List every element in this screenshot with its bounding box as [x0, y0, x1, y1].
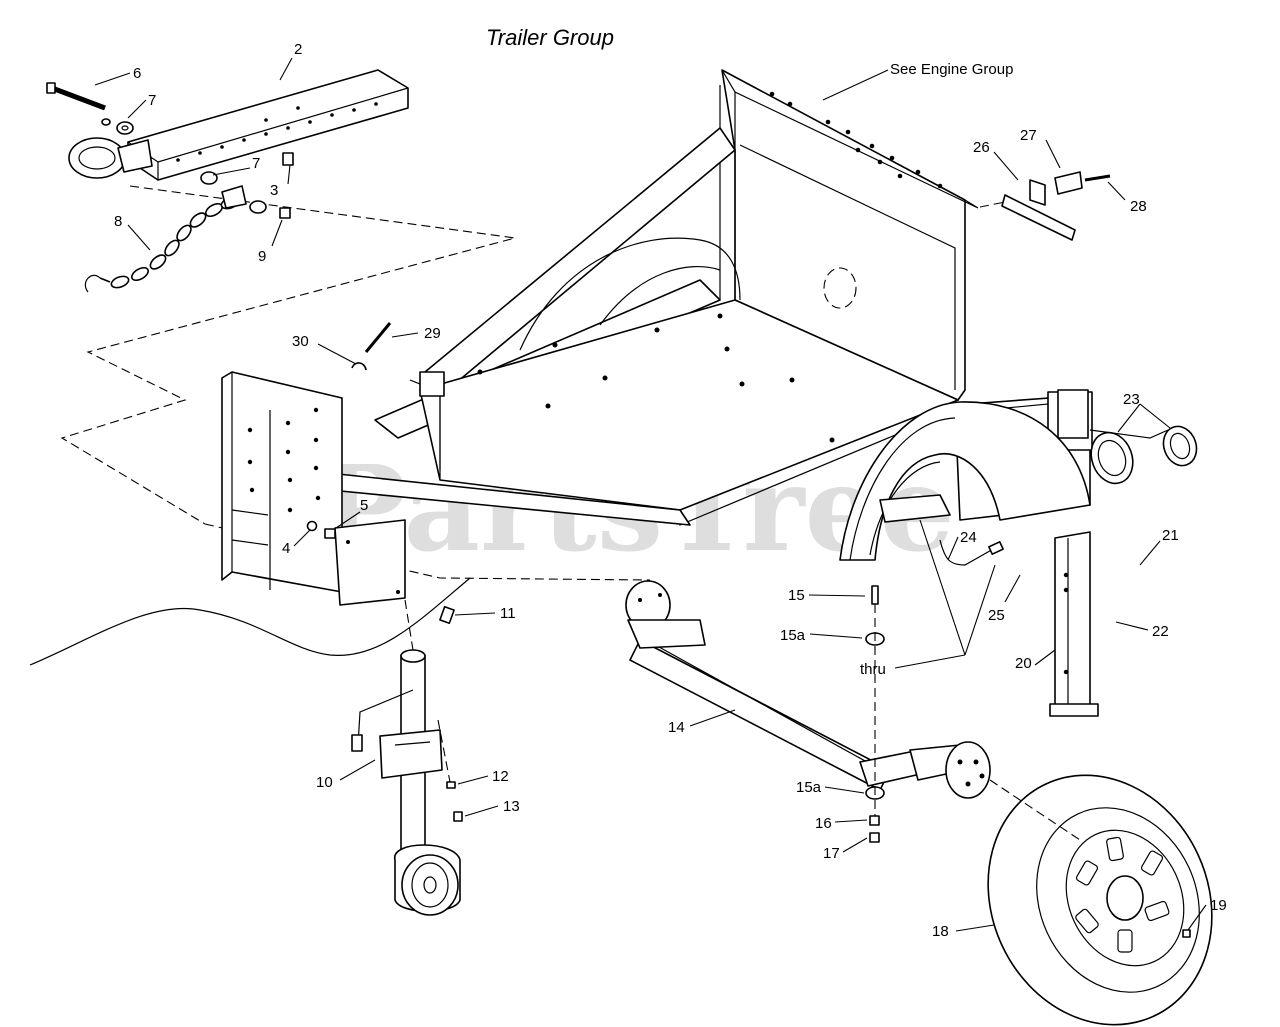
callout-25: 25 [988, 607, 1005, 624]
bolt-15 [871, 585, 879, 605]
callout-27: 27 [1020, 127, 1037, 144]
lug-nut-19 [1182, 929, 1191, 938]
callout-22: 22 [1152, 623, 1169, 640]
hitch-bar [68, 69, 409, 181]
callout-21: 21 [1162, 527, 1179, 544]
callout-5: 5 [360, 497, 368, 514]
side-panel-bracket [221, 371, 406, 606]
hitch-ring [68, 137, 126, 179]
tire-wheel [987, 774, 1213, 1026]
bolt-3 [282, 152, 294, 166]
trailer-frame [299, 69, 1093, 526]
callout-23: 23 [1123, 391, 1140, 408]
cable [29, 577, 471, 666]
washer-7-top [116, 121, 134, 135]
callout-10: 10 [316, 774, 333, 791]
callout-14: 14 [668, 719, 685, 736]
fender [839, 401, 1091, 561]
washer-4 [306, 520, 318, 532]
nut-13 [453, 811, 463, 822]
bolt-5 [324, 528, 336, 539]
callout-12: 12 [492, 768, 509, 785]
callout-18: 18 [932, 923, 949, 940]
hitch-bolt-6 [46, 82, 106, 111]
callout-labels: 2 6 7 7 3 8 9 See Engine Group 26 27 28 … [114, 41, 1227, 940]
access-hole [823, 267, 857, 309]
diagram-title: Trailer Group [486, 25, 614, 50]
ground-plane-outlines [60, 185, 651, 581]
engine-group-note: See Engine Group [890, 61, 1013, 78]
box-top-holes [769, 91, 943, 189]
callout-30: 30 [292, 333, 309, 350]
thru-note: thru [860, 661, 886, 678]
callout-26: 26 [973, 139, 990, 156]
washer-7-chain [249, 200, 267, 214]
tire [987, 774, 1213, 1026]
hitch-bracket [419, 371, 445, 397]
callout-7-lower: 7 [252, 155, 260, 172]
callout-29: 29 [424, 325, 441, 342]
rim [1065, 829, 1185, 967]
latch-bar-26 [1001, 194, 1076, 241]
wire-connector [988, 541, 1004, 555]
light-wire [939, 539, 996, 566]
callout-4: 4 [282, 540, 290, 557]
pin-and-clip [351, 322, 392, 371]
nut-9 [279, 207, 291, 219]
callout-2: 2 [294, 41, 302, 58]
nut-16 [869, 815, 880, 826]
tail-light-right [1162, 425, 1198, 467]
trailer-deck [419, 299, 959, 511]
tongue-jack [351, 649, 461, 916]
deck-holes [477, 313, 835, 443]
hitch-bar-holes [176, 102, 378, 162]
jack-bracket [379, 729, 443, 779]
callout-3: 3 [270, 182, 278, 199]
bracket-holes [247, 407, 321, 513]
leader-lines [94, 57, 1207, 932]
wheel-center [1106, 875, 1144, 921]
callout-6: 6 [133, 65, 141, 82]
axle-fasteners [865, 585, 885, 843]
callout-8: 8 [114, 213, 122, 230]
callout-16: 16 [815, 815, 832, 832]
callout-20: 20 [1015, 655, 1032, 672]
latch-assembly [979, 171, 1111, 241]
rim-spokes [1075, 836, 1170, 953]
tail-light-left [1090, 431, 1134, 485]
washer-12 [446, 781, 456, 789]
callout-13: 13 [503, 798, 520, 815]
callout-7-top: 7 [148, 92, 156, 109]
jack-mount-plate [334, 519, 406, 606]
axle-hub-right [945, 741, 991, 799]
safety-chain [84, 185, 247, 293]
fender-bracket [879, 494, 951, 523]
washer-7-lower [200, 171, 218, 185]
bolt-11 [439, 605, 455, 625]
callout-11: 11 [500, 605, 516, 622]
pin-28 [1084, 174, 1111, 182]
nut-17 [869, 832, 880, 843]
latch-27 [1054, 171, 1083, 195]
callout-15a-bottom: 15a [796, 779, 822, 796]
jack-wheel [401, 854, 459, 916]
callout-15a-top: 15a [780, 627, 806, 644]
tail-lights [1089, 425, 1198, 485]
callout-9: 9 [258, 248, 266, 265]
callout-28: 28 [1130, 198, 1147, 215]
axle [625, 580, 991, 799]
callout-15: 15 [788, 587, 805, 604]
callout-24: 24 [960, 529, 977, 546]
callout-19: 19 [1210, 897, 1227, 914]
rear-stand-post [1049, 531, 1099, 717]
clip-30 [351, 362, 367, 371]
pin-29 [364, 322, 392, 353]
callout-17: 17 [823, 845, 840, 862]
